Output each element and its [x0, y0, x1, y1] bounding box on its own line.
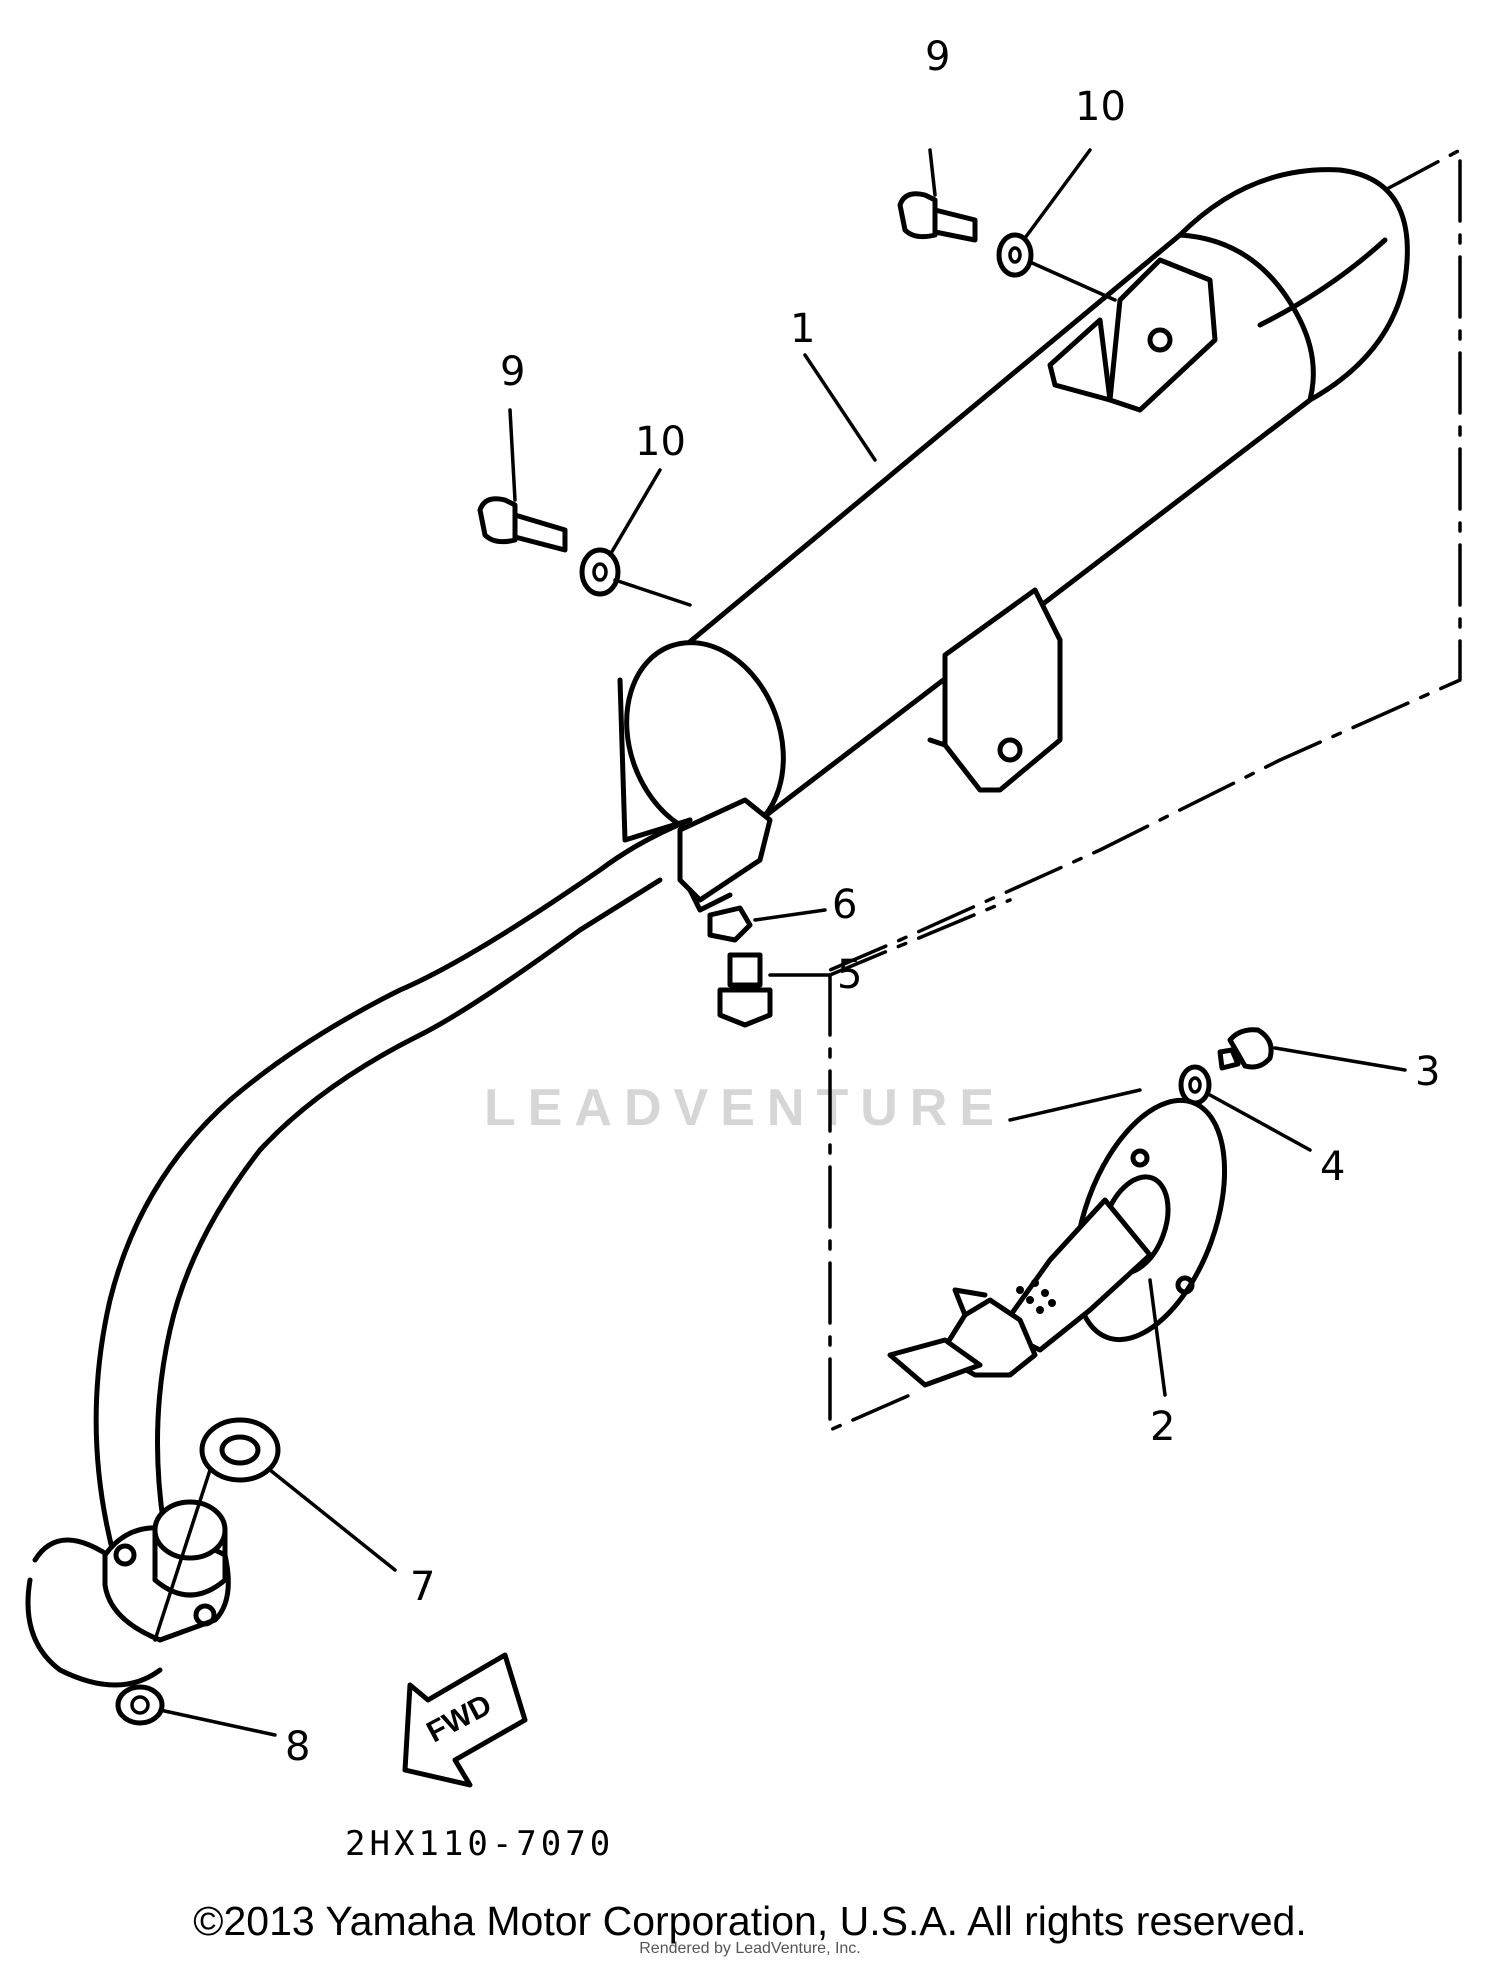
- washer-4: [1178, 1064, 1212, 1106]
- rendered-by-notice: Rendered by LeadVenture, Inc.: [639, 1940, 861, 1957]
- screw-3: [1217, 1027, 1274, 1071]
- nut-6: [707, 905, 753, 943]
- muffler-body: [617, 167, 1410, 843]
- perforation-dots: [1016, 1279, 1056, 1314]
- washer-10-lower: [579, 547, 621, 597]
- callout-6: 6: [832, 882, 857, 928]
- callout-1: 1: [790, 306, 815, 352]
- bolt-5: [717, 952, 773, 1028]
- callout-3: 3: [1415, 1049, 1440, 1095]
- diagram-code: 2HX110-7070: [345, 1824, 614, 1864]
- callout-5: 5: [837, 952, 862, 998]
- gasket-7: [199, 1417, 281, 1483]
- nut-8: [115, 1684, 165, 1726]
- callout-2: 2: [1150, 1404, 1175, 1450]
- exhaust-flange: [102, 1499, 231, 1643]
- callout-7: 7: [410, 1564, 435, 1610]
- callout-9-upper: 9: [925, 34, 950, 80]
- callout-9-lower: 9: [500, 349, 525, 395]
- callout-10-lower: 10: [635, 419, 686, 465]
- callout-8: 8: [285, 1724, 310, 1770]
- bolt-9-upper: [897, 191, 978, 243]
- forward-arrow: FWD: [402, 1652, 528, 1788]
- watermark: LEADVENTURE: [484, 1079, 1006, 1137]
- bolt-9-lower: [477, 496, 568, 553]
- callouts: 1 2 3 4 5 6 7 8 9 9 10 10: [285, 34, 1440, 1770]
- copyright-notice: ©2013 Yamaha Motor Corporation, U.S.A. A…: [193, 1898, 1307, 1944]
- callout-10-upper: 10: [1075, 84, 1126, 130]
- exhaust-pipe: [25, 797, 773, 1688]
- silencer-insert-2: [887, 1097, 1228, 1388]
- assembly-guide-lines: [828, 148, 1462, 1432]
- washer-10-upper: [996, 232, 1034, 278]
- leader-lines: [153, 148, 1407, 1737]
- callout-4: 4: [1320, 1144, 1345, 1190]
